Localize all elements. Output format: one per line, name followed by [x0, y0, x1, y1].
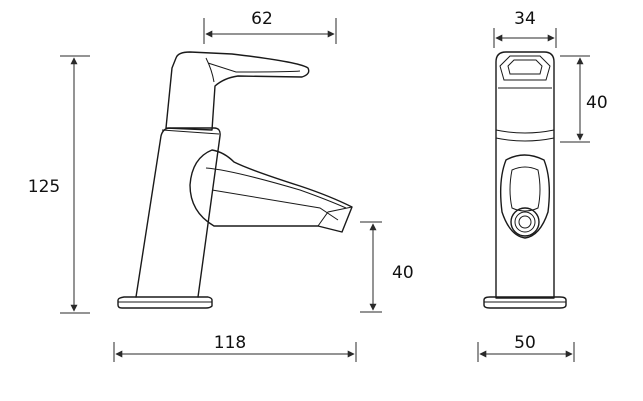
dim-side-spout-width: 62 — [203, 9, 337, 44]
front-band-line-2 — [495, 137, 555, 142]
front-band-line — [495, 129, 555, 134]
side-base-plate — [117, 296, 213, 309]
front-aerator-outer — [510, 207, 540, 237]
label-side-base-width: 118 — [214, 333, 246, 353]
label-front-top-width: 34 — [514, 9, 536, 29]
side-lever-inner — [207, 62, 301, 73]
front-base-plate — [483, 296, 567, 309]
side-lever-detail — [205, 57, 215, 83]
front-aerator-ring — [514, 211, 536, 233]
side-spout-upper-edge — [205, 167, 347, 209]
front-spout-outline — [499, 154, 551, 239]
front-lever-top — [499, 55, 551, 81]
dim-front-top-width: 34 — [493, 9, 557, 48]
dim-side-height-total: 125 — [28, 55, 90, 314]
label-front-lever-height: 40 — [586, 93, 608, 113]
side-spout-outline — [189, 149, 353, 233]
side-spout-lower-edge — [211, 189, 339, 221]
dim-side-base-width: 118 — [113, 333, 357, 362]
front-view — [483, 51, 567, 309]
front-spout-inner — [509, 166, 541, 212]
dim-front-lever-height: 40 — [560, 55, 608, 143]
side-lever-outline — [165, 51, 310, 131]
label-side-height-total: 125 — [28, 177, 60, 197]
dim-front-base-width: 50 — [477, 333, 575, 362]
label-front-base-width: 50 — [514, 333, 536, 353]
dim-side-spout-height: 40 — [360, 221, 414, 313]
side-spout-tip — [317, 206, 353, 227]
label-side-spout-width: 62 — [251, 9, 273, 29]
front-aerator-inner — [518, 215, 532, 229]
label-side-spout-height: 40 — [392, 263, 414, 283]
side-view — [117, 51, 353, 309]
front-body-outline — [495, 51, 555, 299]
front-lever-inner — [507, 59, 543, 75]
side-band-line — [161, 129, 220, 135]
side-body-outline — [135, 127, 221, 298]
